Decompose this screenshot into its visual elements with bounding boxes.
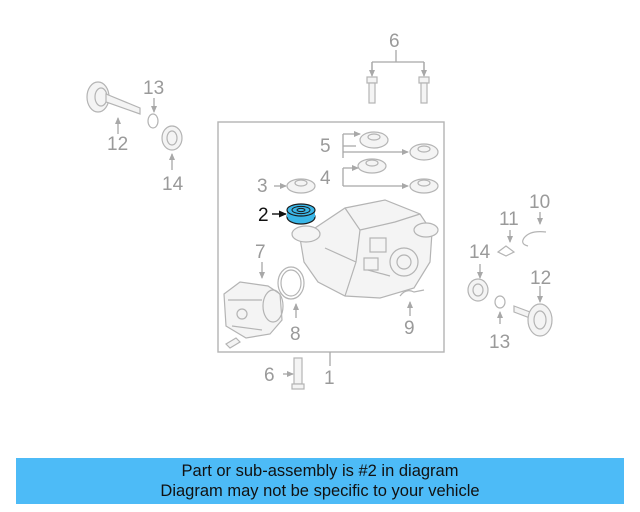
assembly-frame [217,121,445,353]
label-5: 5 [320,136,331,157]
part-1-differential-housing[interactable] [291,199,439,299]
part-7-rear-cover[interactable] [223,262,284,349]
part-13-right-ring[interactable] [494,295,506,324]
part-4-mounts[interactable] [342,158,439,194]
label-10: 10 [529,192,550,213]
part-12-left-flange[interactable] [86,81,141,134]
caption-line-2: Diagram may not be specific to your vehi… [160,482,480,500]
part-9-vent-hose[interactable] [399,289,425,316]
label-6-bottom: 6 [264,365,275,386]
part-11-clip[interactable] [496,230,516,257]
info-banner: Part or sub-assembly is #2 in diagram Di… [16,458,624,504]
part-14-right-seal[interactable] [467,264,489,302]
label-9: 9 [404,318,415,339]
label-13-right: 13 [489,332,510,353]
label-13-left: 13 [143,78,164,99]
label-14-left: 14 [162,174,184,195]
label-7: 7 [255,242,266,263]
part-5-mounts[interactable] [342,132,439,161]
part-6-top-bolts[interactable] [366,50,430,104]
part-2-highlighted-mount[interactable] [272,203,316,225]
part-14-left-seal[interactable] [161,125,183,170]
label-3: 3 [257,176,268,197]
label-6-top: 6 [389,31,400,52]
label-11: 11 [499,209,519,230]
part-10-hose[interactable] [522,212,547,247]
label-2: 2 [258,205,269,226]
label-12-left: 12 [107,134,128,155]
label-14-right: 14 [469,242,491,263]
label-1: 1 [324,368,335,389]
part-6-bottom-bolt[interactable] [283,357,305,390]
part-8-gasket[interactable] [277,266,305,318]
parts-diagram: 6 5 4 3 2 [86,31,553,390]
part-12-right-flange[interactable] [513,286,553,337]
caption-line-1: Part or sub-assembly is #2 in diagram [181,462,459,480]
label-12-right: 12 [530,268,551,289]
label-4: 4 [320,168,331,189]
part-13-left-ring[interactable] [147,98,159,129]
label-8: 8 [290,324,301,345]
part-3-mount[interactable] [274,178,316,194]
